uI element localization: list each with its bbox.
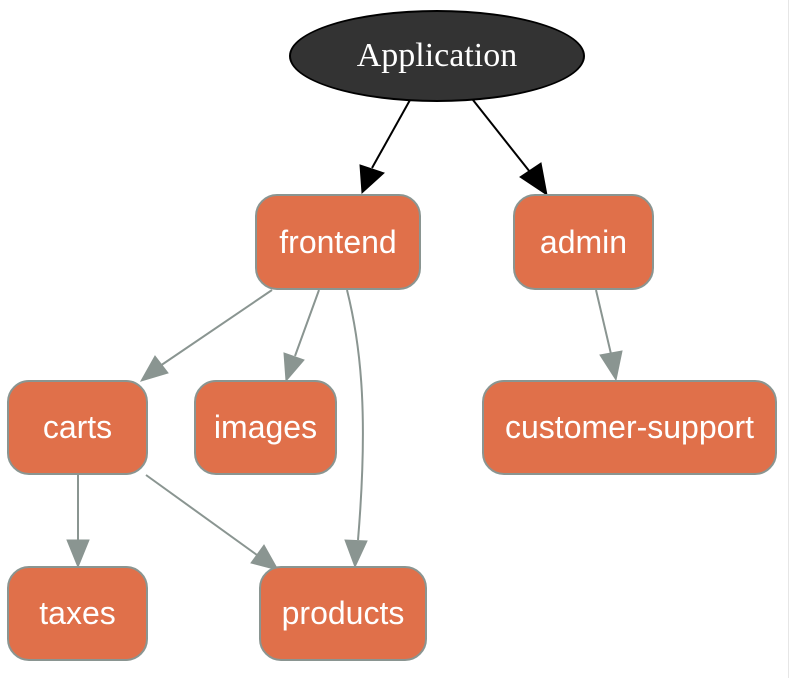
edge-application-frontend — [359, 99, 411, 195]
node-carts[interactable]: carts — [7, 380, 148, 475]
node-frontend-label: frontend — [279, 223, 397, 260]
node-images-label: images — [213, 409, 318, 445]
node-admin[interactable]: admin — [513, 194, 654, 290]
node-frontend[interactable]: frontend — [255, 194, 421, 290]
edge-frontend-carts — [139, 289, 273, 382]
node-products-label: products — [281, 595, 405, 631]
edge-application-admin — [472, 99, 548, 197]
edge-admin-customer-support — [595, 289, 623, 382]
edge-carts-taxes — [66, 475, 90, 569]
node-customer-support[interactable]: customer-support — [482, 380, 777, 475]
node-customer-support-label: customer-support — [505, 409, 754, 445]
edge-carts-products — [145, 474, 280, 571]
node-application-label: Application — [356, 37, 518, 74]
node-products[interactable]: products — [259, 566, 427, 661]
edge-frontend-images — [283, 289, 320, 383]
node-taxes-label: taxes — [39, 595, 116, 631]
node-taxes[interactable]: taxes — [7, 566, 148, 661]
node-images[interactable]: images — [194, 380, 337, 475]
node-application[interactable]: Application — [289, 10, 585, 102]
node-carts-label: carts — [42, 409, 113, 445]
edge-frontend-products — [344, 289, 368, 569]
node-admin-label: admin — [539, 223, 628, 260]
